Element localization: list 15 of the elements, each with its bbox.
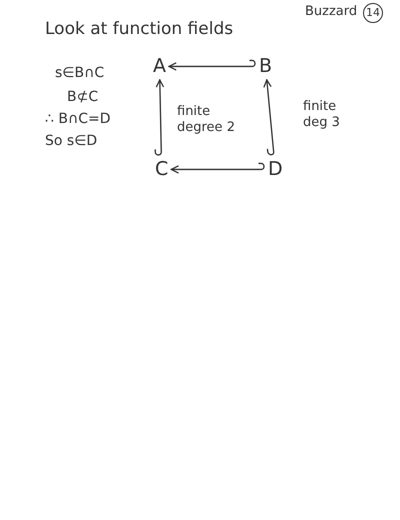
- math-statement: So s∈D: [45, 133, 98, 150]
- math-statement: B⊄C: [67, 89, 98, 106]
- vertex-label: B: [259, 56, 272, 77]
- circled-page-number: 14: [363, 3, 383, 23]
- inclusion-arrow: [154, 79, 164, 156]
- inclusion-arrow: [170, 162, 265, 174]
- math-statement: ∴ B∩C=D: [45, 111, 110, 128]
- title: Look at function fields: [45, 20, 234, 40]
- math-statement: s∈B∩C: [55, 65, 104, 82]
- author-name: Buzzard: [305, 5, 358, 20]
- vertex-label: D: [268, 159, 283, 180]
- vertex-label: A: [153, 56, 166, 77]
- inclusion-arrow: [263, 79, 274, 156]
- vertex-label: C: [155, 159, 168, 180]
- inclusion-arrow: [168, 60, 256, 71]
